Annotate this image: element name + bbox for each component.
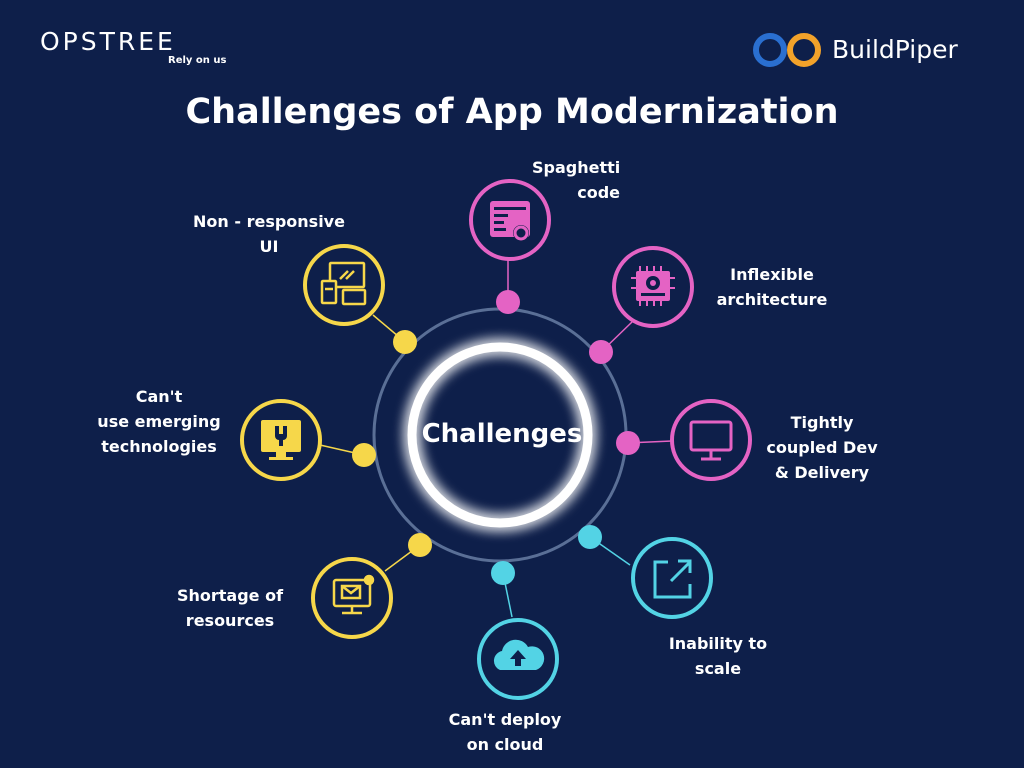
dot-ui — [393, 330, 417, 354]
icon-circle-inflexible — [612, 246, 694, 328]
label-inability-to-scale: Inability to scale — [668, 634, 768, 678]
icon-circle-coupled — [670, 399, 752, 481]
dot-emerging — [352, 443, 376, 467]
label-tightly-coupled: Tightly coupled Dev & Delivery — [766, 413, 878, 482]
dot-scale — [578, 525, 602, 549]
icon-circle-ui — [303, 244, 385, 326]
label-non-responsive-ui: Non - responsive UI — [193, 212, 345, 256]
opstree-tagline: Rely on us — [168, 55, 227, 66]
label-emerging-tech: Can't use emerging technologies — [97, 387, 221, 456]
dot-resources — [408, 533, 432, 557]
dot-inflexible — [589, 340, 613, 364]
opstree-logo: OPSTREE Rely on us — [40, 27, 226, 67]
opstree-wordmark: OPSTREE — [40, 27, 176, 56]
buildpiper-name: BuildPiper — [832, 35, 958, 64]
icon-circle-scale — [631, 537, 713, 619]
expand-arrow-icon — [653, 559, 692, 599]
icon-circle-cloud — [477, 618, 559, 700]
chip-gear-icon — [631, 266, 675, 306]
label-cant-deploy-cloud: Can't deploy on cloud — [448, 710, 562, 754]
label-spaghetti-code: Spaghetti code — [532, 158, 621, 202]
monitor-icon — [689, 420, 733, 461]
center-label: Challenges — [421, 419, 583, 449]
code-window-gear-icon — [490, 201, 530, 241]
dot-cloud — [491, 561, 515, 585]
monitor-wrench-icon — [261, 420, 301, 460]
dot-coupled — [616, 431, 640, 455]
computer-mail-icon — [332, 574, 375, 615]
icon-circle-emerging — [240, 399, 322, 481]
cloud-upload-icon — [493, 639, 545, 670]
icon-circle-spaghetti — [469, 179, 551, 261]
multi-device-icon — [320, 261, 367, 306]
buildpiper-rings-icon — [753, 33, 821, 67]
label-shortage-resources: Shortage of resources — [176, 586, 284, 630]
dot-spaghetti — [496, 290, 520, 314]
icon-circle-resources — [311, 557, 393, 639]
center-glow-ring — [407, 342, 593, 528]
page-title: Challenges of App Modernization — [185, 92, 839, 132]
label-inflexible-architecture: Inflexible architecture — [716, 265, 828, 309]
